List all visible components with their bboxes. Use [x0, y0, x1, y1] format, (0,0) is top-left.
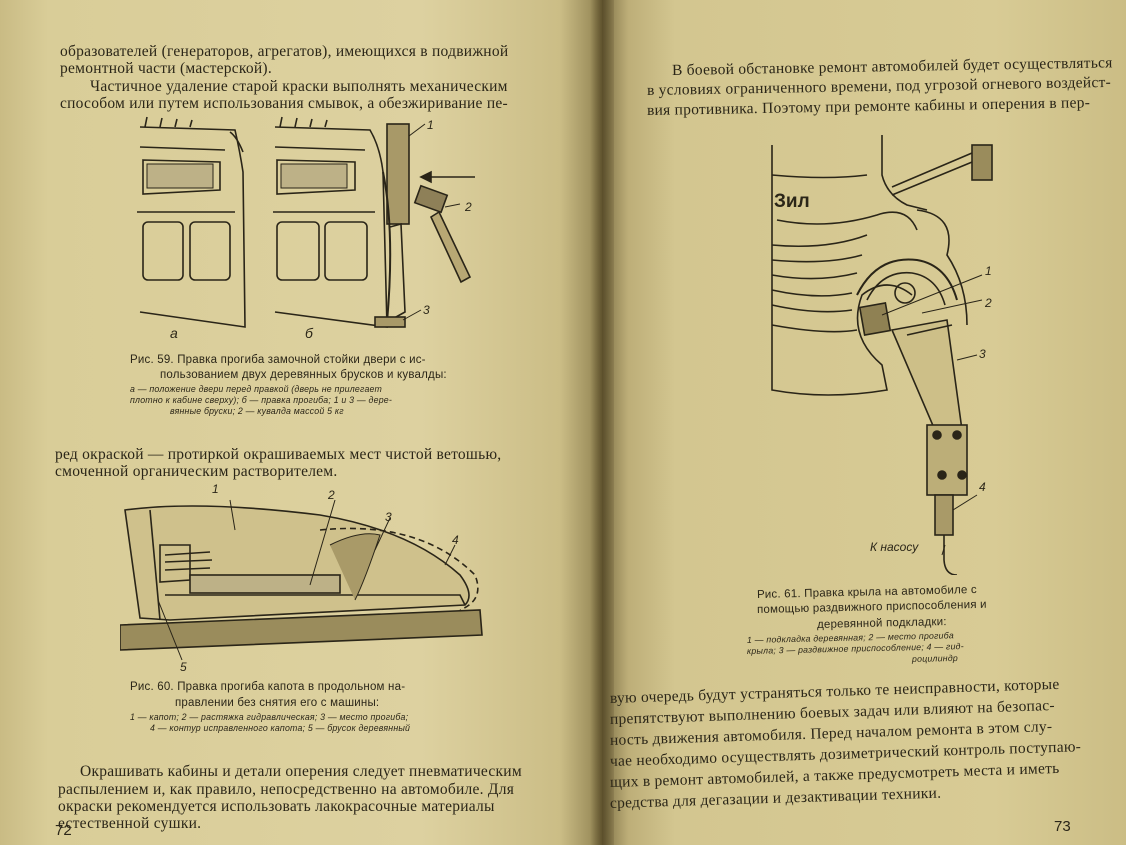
page-number: 73	[1054, 818, 1071, 835]
right-page: В боевой обстановке ремонт автомобилей б…	[602, 0, 1126, 845]
text-line: ремонтной части (мастерской).	[60, 60, 272, 77]
text-line: ред окраской — протиркой окрашиваемых ме…	[55, 446, 502, 463]
figure-59-legend: вянные бруски; 2 — кувалда массой 5 кг	[170, 406, 344, 416]
fig60-callout-5: 5	[180, 660, 187, 674]
fig61-callout-4: 4	[979, 480, 986, 494]
text-line: окраски рекомендуется использовать лакок…	[58, 798, 495, 815]
fig60-callout-2: 2	[328, 488, 335, 502]
figure-60-caption: правлении без снятия его с машины:	[175, 697, 380, 709]
fig60-callout-1: 1	[212, 482, 219, 496]
left-page: образователей (генераторов, агрегатов), …	[0, 0, 602, 845]
text-line: Частичное удаление старой краски выполня…	[90, 78, 508, 95]
figure-61-legend: роцилиндр	[911, 652, 959, 664]
fig59-callout-3: 3	[423, 303, 430, 317]
text-line: образователей (генераторов, агрегатов), …	[60, 43, 509, 60]
fig59-label-a: а	[170, 325, 178, 341]
figure-59-illustration	[137, 116, 475, 328]
fig60-callout-3: 3	[385, 510, 392, 524]
fig61-callout-3: 3	[979, 347, 986, 361]
fig59-label-b: б	[305, 325, 313, 341]
figure-61-caption: деревянной подкладки:	[816, 616, 947, 631]
text-line: смоченной органическим растворителем.	[55, 463, 338, 480]
fig61-callout-1: 1	[985, 264, 992, 278]
figure-59-legend: плотно к кабине сверху); б — правка прог…	[130, 395, 393, 405]
fig59-callout-2: 2	[465, 200, 472, 214]
fig60-callout-4: 4	[452, 533, 459, 547]
page-number: 72	[55, 822, 72, 839]
fig61-pump-label: К насосу	[870, 540, 919, 554]
text-line: естественной сушки.	[58, 815, 202, 832]
book-gutter-shadow	[590, 0, 614, 845]
figure-60-legend: 4 — контур исправленного капота; 5 — бру…	[150, 723, 411, 733]
fig61-callout-2: 2	[985, 296, 992, 310]
figure-60-legend: 1 — капот; 2 — растяжка гидравлическая; …	[130, 712, 409, 722]
fig59-callout-1: 1	[427, 118, 434, 132]
figure-59-caption: пользованием двух деревянных брусков и к…	[160, 369, 447, 381]
figure-59-legend: а — положение двери перед правкой (дверь…	[130, 384, 383, 394]
text-line: распылением и, как правило, непосредстве…	[58, 781, 515, 798]
text-line: способом или путем использования смывок,…	[60, 95, 508, 112]
fig61-brand-text: Зил	[774, 191, 810, 212]
text-line: Окрашивать кабины и детали оперения след…	[80, 763, 522, 780]
figure-61-illustration	[771, 135, 993, 575]
figure-60-caption: Рис. 60. Правка прогиба капота в продоль…	[130, 681, 406, 693]
figure-60-illustration	[120, 499, 483, 661]
figure-59-caption: Рис. 59. Правка прогиба замочной стойки …	[130, 354, 426, 366]
